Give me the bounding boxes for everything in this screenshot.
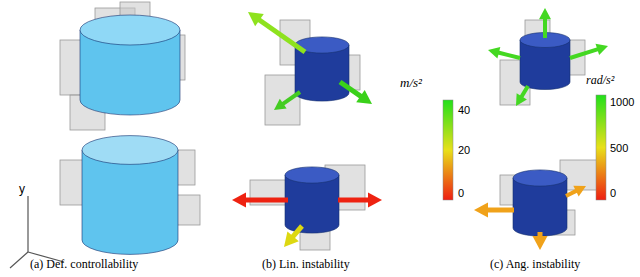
unit-label: rad/s² [586,74,614,87]
tick-label: 40 [458,104,470,116]
panel-caption: (a) Def. controllability [30,258,138,271]
force-arrow [533,232,548,250]
force-arrow [539,8,551,38]
tick-label: 500 [610,142,628,154]
axis-label: y [19,183,25,196]
force-arrow [570,44,608,58]
cup [520,33,570,90]
tick-label: 1000 [610,96,634,108]
force-arrow [340,82,372,104]
cup [513,170,567,236]
force-arrow [566,186,586,197]
tick-label: 20 [458,144,470,156]
tick-label: 0 [458,187,464,199]
force-arrow [284,226,302,247]
force-arrow [488,47,520,59]
force-arrow [248,12,305,52]
tick-label: 0 [610,187,616,199]
panel-caption: (c) Ang. instability [490,258,580,271]
cup [80,15,180,115]
force-arrow [274,92,300,110]
cup [285,167,339,233]
colorbar-linear [443,100,453,200]
force-arrow [232,193,288,208]
cup-models [80,15,570,254]
unit-label: m/s² [400,76,422,90]
force-arrows [232,8,608,250]
force-arrow [516,86,528,106]
colorbar-angular [596,95,606,200]
panel-caption: (b) Lin. instability [262,258,350,271]
force-arrow [338,193,382,208]
cup [82,136,178,255]
cup [295,37,349,101]
force-arrow [474,203,514,218]
